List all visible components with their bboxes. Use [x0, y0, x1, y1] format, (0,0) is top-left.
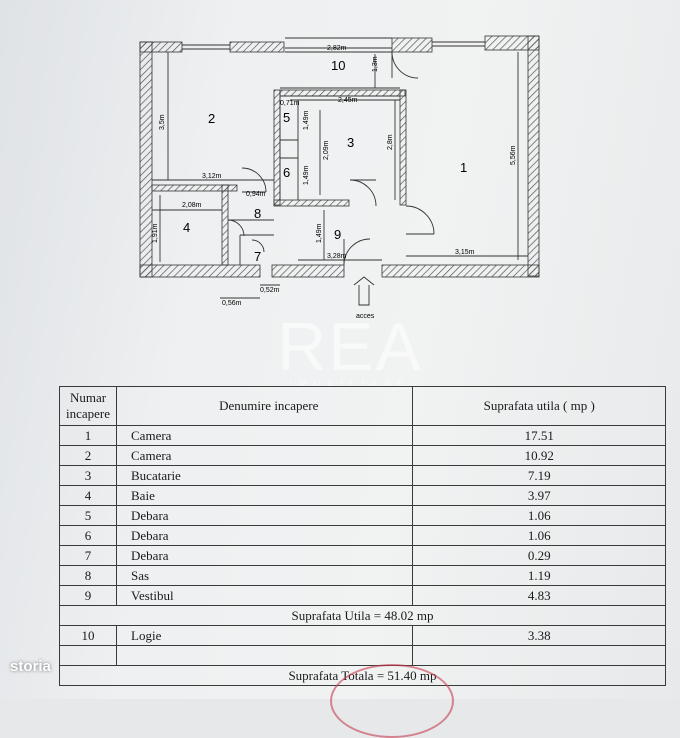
- table-row: 7 Debara 0.29: [58, 545, 666, 566]
- room-number: 8: [58, 565, 118, 586]
- dimension-label: 1,3m: [372, 56, 379, 72]
- table-row: 4 Baie 3.97: [58, 485, 666, 506]
- usable-area-total-row: Suprafata Utila = 48.02 mp: [59, 605, 666, 626]
- table-row: 1 Camera 17.51: [58, 425, 666, 446]
- room-area: 4.83: [412, 585, 666, 606]
- dimension-label: 1,49m: [316, 223, 323, 243]
- storia-logo: storia: [10, 658, 51, 675]
- header-usable-area: Suprafata utila ( mp ): [412, 386, 666, 426]
- room-name: Bucatarie: [116, 465, 414, 486]
- dimension-label: 2,45m: [338, 97, 358, 104]
- room-number: 4: [58, 485, 118, 506]
- room-name: Camera: [116, 425, 414, 446]
- dimension-label: 3,15m: [455, 249, 475, 256]
- dimension-label: 2,8m: [387, 134, 394, 150]
- dimension-label: 2,08m: [182, 202, 202, 209]
- table-row: 10 Logie 3.38: [58, 625, 666, 646]
- table-row-empty: [58, 645, 666, 666]
- room-number: 1: [58, 425, 118, 446]
- watermark-subtitle: IMOBILIARE: [289, 378, 411, 388]
- room-label: 3: [347, 135, 354, 150]
- room-area: 1.06: [412, 525, 666, 546]
- room-labels: 1 2 3 4 5 6 7 8 9 10: [183, 58, 467, 264]
- room-name: Vestibul: [116, 585, 414, 606]
- official-stamp: [330, 664, 454, 738]
- room-number: 5: [58, 505, 118, 526]
- room-name: Debara: [116, 545, 414, 566]
- room-label: 5: [283, 110, 290, 125]
- floor-plan-drawing: 1 2 3 4 5 6 7 8 9 10 2,82m 1,3m 3,5m 0,7…: [139, 35, 540, 320]
- room-number: 6: [58, 525, 118, 546]
- room-number: 10: [58, 625, 118, 646]
- room-number: 9: [58, 585, 118, 606]
- dimension-label: 3,28m: [327, 253, 347, 260]
- room-name: Logie: [116, 625, 414, 646]
- room-label: 6: [283, 165, 290, 180]
- dimension-label: 0,52m: [260, 287, 280, 294]
- room-label: 7: [254, 249, 261, 264]
- room-name: Debara: [116, 525, 414, 546]
- dimension-label: 1,49m: [303, 110, 310, 130]
- dimension-labels: 2,82m 1,3m 3,5m 0,71m 2,45m 1,49m 2,09m …: [152, 45, 517, 320]
- table-row: 5 Debara 1.06: [58, 505, 666, 526]
- room-label: 4: [183, 220, 190, 235]
- dimension-label: 2,09m: [323, 140, 330, 160]
- dimension-label: 1,91m: [152, 223, 159, 243]
- dimension-label: 5,56m: [510, 145, 517, 165]
- watermark-logo-text: REA: [277, 309, 423, 385]
- room-number: 2: [58, 445, 118, 466]
- dimension-label: 2,82m: [327, 45, 347, 52]
- dimension-label: 0,56m: [222, 300, 242, 307]
- dimension-label: 1,49m: [303, 165, 310, 185]
- header-room-number: Numar incapere: [58, 386, 118, 426]
- table-row: 6 Debara 1.06: [58, 525, 666, 546]
- table-row: 8 Sas 1.19: [58, 565, 666, 586]
- entry-label: acces: [356, 313, 375, 320]
- room-label: 9: [334, 227, 341, 242]
- dimension-label: 3,12m: [202, 173, 222, 180]
- watermark-logo: REA IMOBILIARE: [250, 312, 450, 388]
- room-label: 10: [331, 58, 345, 73]
- usable-area-total: Suprafata Utila = 48.02 mp: [59, 605, 666, 626]
- empty-cell: [412, 645, 666, 666]
- room-area: 1.06: [412, 505, 666, 526]
- room-name: Baie: [116, 485, 414, 506]
- room-area: 17.51: [412, 425, 666, 446]
- room-name: Debara: [116, 505, 414, 526]
- floor-plan: 1 2 3 4 5 6 7 8 9 10 2,82m 1,3m 3,5m 0,7…: [130, 30, 550, 330]
- room-name: Camera: [116, 445, 414, 466]
- room-area: 10.92: [412, 445, 666, 466]
- room-number: 3: [58, 465, 118, 486]
- room-area: 0.29: [412, 545, 666, 566]
- room-area: 1.19: [412, 565, 666, 586]
- empty-cell: [58, 645, 118, 666]
- room-label: 1: [460, 160, 467, 175]
- room-area: 3.38: [412, 625, 666, 646]
- table-row: 2 Camera 10.92: [58, 445, 666, 466]
- room-name: Sas: [116, 565, 414, 586]
- table-row: 9 Vestibul 4.83: [58, 585, 666, 606]
- room-number: 7: [58, 545, 118, 566]
- room-label: 2: [208, 111, 215, 126]
- table-header-row: Numar incapere Denumire incapere Suprafa…: [58, 386, 666, 426]
- room-area: 3.97: [412, 485, 666, 506]
- room-area: 7.19: [412, 465, 666, 486]
- room-area-table: Numar incapere Denumire incapere Suprafa…: [58, 386, 666, 686]
- header-room-name: Denumire incapere: [116, 386, 414, 426]
- dimension-label: 3,5m: [159, 114, 166, 130]
- dimension-label: 0,71m: [280, 100, 300, 107]
- room-label: 8: [254, 206, 261, 221]
- empty-cell: [116, 645, 414, 666]
- table-row: 3 Bucatarie 7.19: [58, 465, 666, 486]
- dimension-label: 0,94m: [246, 191, 266, 198]
